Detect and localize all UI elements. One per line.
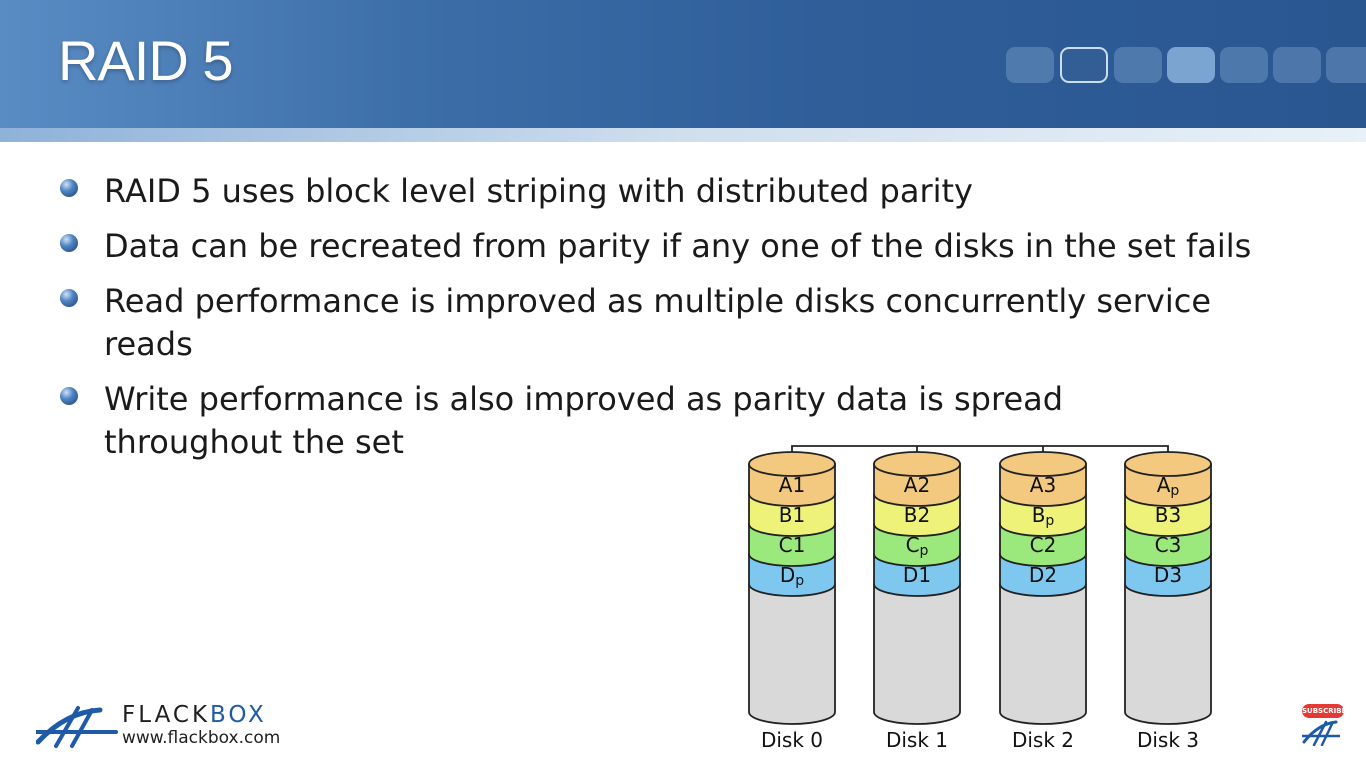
bullet-text: Data can be recreated from parity if any…	[104, 227, 1252, 265]
block-label-sub: p	[1045, 513, 1054, 529]
disk-empty-space	[1124, 583, 1212, 725]
block-label-sub: 3	[1169, 533, 1182, 557]
block-label: A3	[1030, 473, 1056, 497]
disk-label: Disk 2	[1012, 728, 1074, 752]
block-label-sub: 2	[1044, 533, 1057, 557]
block-label-main: A	[1030, 473, 1044, 497]
block-label: D1	[903, 563, 931, 587]
block-label-main: C	[1030, 533, 1044, 557]
bullet-text: Read performance is improved as multiple…	[104, 282, 1211, 363]
block-label: B3	[1155, 503, 1181, 527]
block-label-main: C	[1155, 533, 1169, 557]
bullet-icon	[60, 179, 78, 197]
block-label: C1	[779, 533, 806, 557]
slide-title: RAID 5	[58, 29, 233, 92]
bullet-item: Data can be recreated from parity if any…	[60, 225, 1300, 268]
block-label-main: D	[903, 563, 918, 587]
decor-tile	[1220, 47, 1268, 83]
bus-line	[791, 445, 1169, 464]
block-label: Dp	[780, 563, 804, 589]
header-band	[0, 128, 1366, 142]
block-label: C3	[1155, 533, 1182, 557]
decor-tile	[1326, 47, 1366, 83]
block-label-sub: 1	[793, 503, 806, 527]
block-label: Cp	[906, 533, 929, 559]
block-label-main: A	[1157, 473, 1171, 497]
block-label-main: B	[904, 503, 918, 527]
disk-top-cap	[748, 451, 836, 477]
subscribe-button[interactable]: SUBSCRIBE	[1302, 704, 1346, 718]
decor-tile	[1114, 47, 1162, 83]
block-label-main: A	[904, 473, 918, 497]
block-label-sub: 3	[1169, 563, 1182, 587]
block-label-main: B	[1032, 503, 1046, 527]
decor-tile	[1273, 47, 1321, 83]
block-label: D3	[1154, 563, 1182, 587]
decor-tile	[1006, 47, 1054, 83]
block-label: Bp	[1032, 503, 1055, 529]
logo-word-box: BOX	[210, 702, 267, 728]
block-label-sub: p	[920, 543, 929, 559]
disk-top-cap	[999, 451, 1087, 477]
block-label-sub: p	[795, 573, 804, 589]
disk-empty-space	[999, 583, 1087, 725]
block-label-main: C	[779, 533, 793, 557]
bullet-text: RAID 5 uses block level striping with di…	[104, 172, 973, 210]
block-label-sub: p	[1170, 483, 1179, 499]
block-label-sub: 2	[918, 503, 931, 527]
block-label-main: A	[779, 473, 793, 497]
slide-header: RAID 5	[0, 0, 1366, 132]
block-label-main: D	[1029, 563, 1044, 587]
block-label: A1	[779, 473, 805, 497]
disk-label: Disk 1	[886, 728, 948, 752]
block-label: D2	[1029, 563, 1057, 587]
logo-wordmark: FLACKBOX	[122, 702, 267, 728]
bullet-item: Write performance is also improved as pa…	[60, 378, 1144, 464]
bullet-icon	[60, 234, 78, 252]
block-label-main: D	[780, 563, 795, 587]
block-label-main: D	[1154, 563, 1169, 587]
decor-tile	[1060, 47, 1108, 83]
block-label: C2	[1030, 533, 1057, 557]
block-label-main: B	[779, 503, 793, 527]
bullet-text: Write performance is also improved as pa…	[104, 380, 1064, 461]
disk-label: Disk 3	[1137, 728, 1199, 752]
decor-tile	[1167, 47, 1215, 83]
bullet-icon	[60, 387, 78, 405]
disk-empty-space	[748, 583, 836, 725]
block-label: A2	[904, 473, 930, 497]
block-label-sub: 2	[1044, 563, 1057, 587]
bullet-list: RAID 5 uses block level striping with di…	[60, 170, 1300, 476]
logo-word-flack: FLACK	[122, 702, 211, 728]
block-label-sub: 1	[792, 473, 805, 497]
block-label-sub: 1	[918, 563, 931, 587]
block-label-main: B	[1155, 503, 1169, 527]
flackbox-bridge-icon	[36, 706, 118, 748]
block-label-sub: 3	[1169, 503, 1182, 527]
block-label-sub: 1	[793, 533, 806, 557]
bullet-icon	[60, 289, 78, 307]
block-label-main: C	[906, 533, 920, 557]
disk-top-cap	[1124, 451, 1212, 477]
channel-logo-icon[interactable]	[1302, 718, 1342, 746]
block-label: B1	[779, 503, 805, 527]
block-label: B2	[904, 503, 930, 527]
disk-empty-space	[873, 583, 961, 725]
flackbox-logo: FLACKBOX www.flackbox.com	[36, 700, 306, 750]
disk-label: Disk 0	[761, 728, 823, 752]
block-label-sub: 2	[917, 473, 930, 497]
header-decoration	[1006, 47, 1366, 83]
block-label: Ap	[1157, 473, 1180, 499]
block-label-sub: 3	[1043, 473, 1056, 497]
bullet-item: Read performance is improved as multiple…	[60, 280, 1264, 366]
disk-top-cap	[873, 451, 961, 477]
logo-url: www.flackbox.com	[122, 728, 281, 748]
bullet-item: RAID 5 uses block level striping with di…	[60, 170, 1300, 213]
